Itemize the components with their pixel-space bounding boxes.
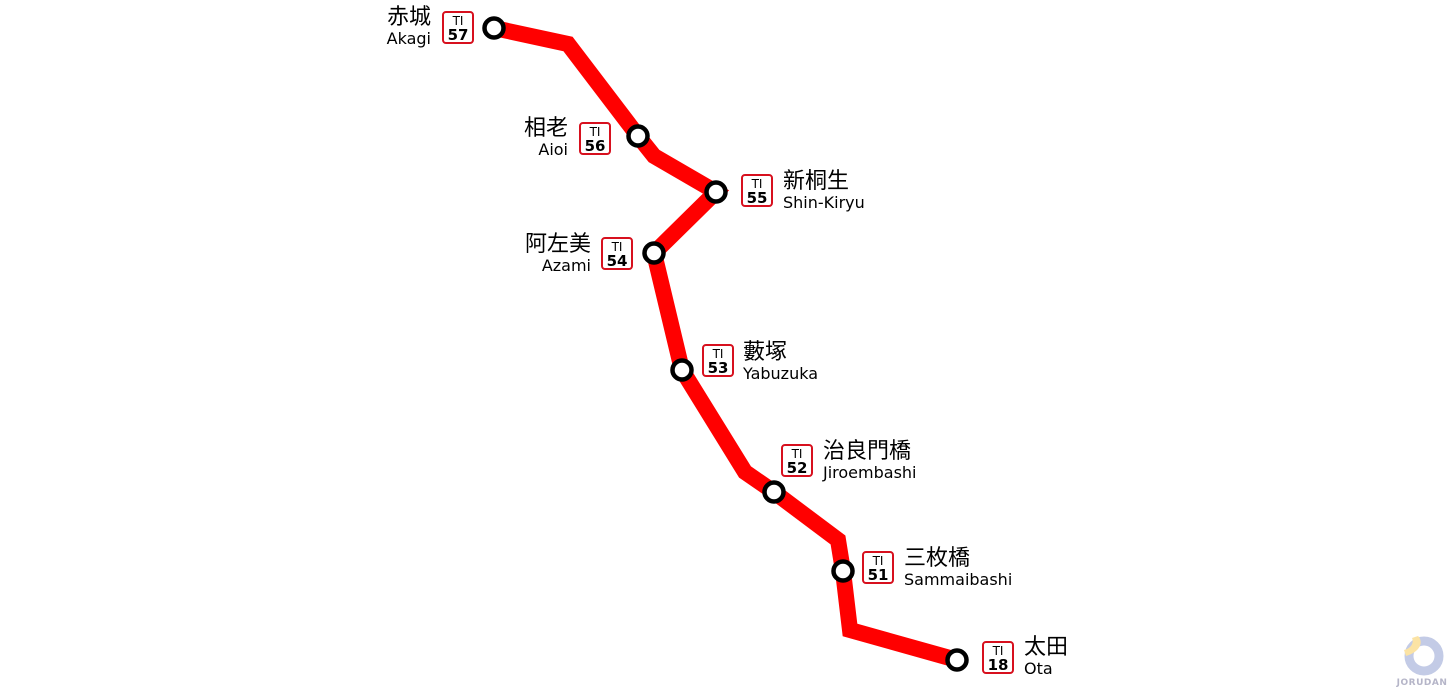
line-code: TI xyxy=(872,554,884,568)
line-code: TI xyxy=(992,644,1004,658)
station-name-en: Yabuzuka xyxy=(743,364,818,383)
station-name-ja: 新桐生 xyxy=(783,169,850,194)
station-number: 57 xyxy=(447,26,469,44)
station-marker[interactable] xyxy=(642,241,666,265)
station-name-en: Shin-Kiryu xyxy=(783,193,865,212)
station-name-ja: 阿左美 xyxy=(524,232,591,257)
station-number: 51 xyxy=(867,566,889,584)
logo-text: JORUDAN xyxy=(1396,678,1448,688)
line-code: TI xyxy=(751,177,763,191)
station-name-ja: 太田 xyxy=(1024,635,1069,660)
station-name-en: Ota xyxy=(1024,659,1053,678)
station-name-ja: 三枚橋 xyxy=(904,546,971,571)
station-marker[interactable] xyxy=(626,124,650,148)
station-number: 56 xyxy=(584,137,606,155)
station-name-ja: 赤城 xyxy=(386,5,431,30)
station-number: 52 xyxy=(786,459,808,477)
station-marker[interactable] xyxy=(482,16,506,40)
station-number: 54 xyxy=(606,252,628,270)
station-marker[interactable] xyxy=(945,648,969,672)
line-code: TI xyxy=(452,14,464,28)
station-name-ja: 治良門橋 xyxy=(823,439,912,464)
station-name-ja: 相老 xyxy=(523,116,568,141)
station-name-en: Sammaibashi xyxy=(904,570,1013,589)
station-number: 18 xyxy=(987,656,1009,674)
station-name-en: Akagi xyxy=(386,29,431,48)
station-number: 53 xyxy=(707,359,729,377)
line-code: TI xyxy=(589,125,601,139)
station-number: 55 xyxy=(746,189,768,207)
station-name-en: Aioi xyxy=(538,140,568,159)
line-code: TI xyxy=(712,347,724,361)
station-name-ja: 藪塚 xyxy=(743,340,788,365)
logo-icon xyxy=(1404,636,1444,676)
station-marker[interactable] xyxy=(762,480,786,504)
line-code: TI xyxy=(611,240,623,254)
station-marker[interactable] xyxy=(831,559,855,583)
station-marker[interactable] xyxy=(670,358,694,382)
station-marker[interactable] xyxy=(704,180,728,204)
station-name-en: Azami xyxy=(541,256,591,275)
station-name-en: Jiroembashi xyxy=(823,463,917,482)
jorudan-logo: JORUDAN xyxy=(1392,632,1452,698)
line-code: TI xyxy=(791,447,803,461)
